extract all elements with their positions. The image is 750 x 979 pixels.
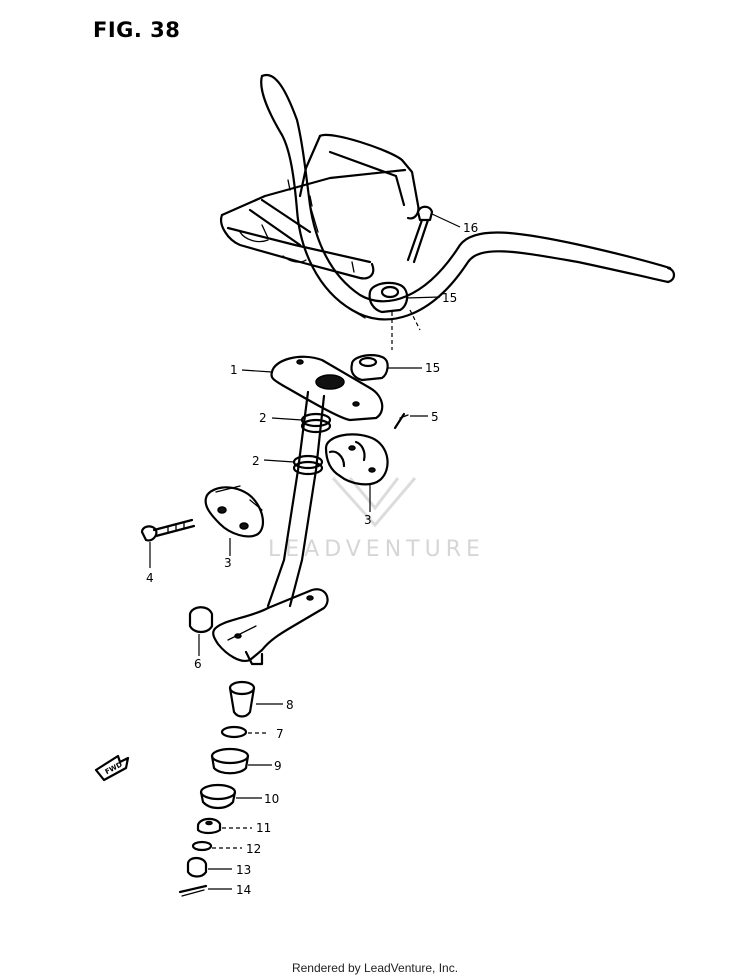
callout-3-left: 3 <box>224 556 232 570</box>
callout-15-upper: 15 <box>442 291 457 305</box>
part-1-upper-bracket: 1 <box>230 355 384 422</box>
handlebar-guard-frame <box>220 133 420 280</box>
part-14-cotter-pin: 14 <box>178 883 251 897</box>
callout-6: 6 <box>194 657 202 671</box>
callout-2-lower: 2 <box>252 454 260 468</box>
part-4-bolt: 4 <box>140 518 196 585</box>
part-13-nut: 13 <box>186 856 251 878</box>
callout-10: 10 <box>264 792 279 806</box>
watermark: LEADVENTURE <box>268 477 485 562</box>
part-7-oring: 7 <box>220 725 284 741</box>
callout-9: 9 <box>274 759 282 773</box>
part-3-right-holder: 3 <box>324 433 389 527</box>
footer-credit: Rendered by LeadVenture, Inc. <box>291 961 459 975</box>
callout-12: 12 <box>246 842 261 856</box>
part-15-upper-holder: 15 <box>368 281 457 350</box>
part-11-washer: 11 <box>196 817 271 835</box>
part-5-pin: 5 <box>393 410 439 430</box>
callout-5: 5 <box>431 410 439 424</box>
callout-8: 8 <box>286 698 294 712</box>
part-8-bushing: 8 <box>228 680 294 718</box>
callout-2-upper: 2 <box>259 411 267 425</box>
fwd-direction-marker: FWD <box>94 754 130 782</box>
handlebar <box>260 73 676 321</box>
part-3-left-holder: 3 <box>204 485 265 570</box>
part-6-cap: 6 <box>188 606 214 671</box>
part-10-race: 10 <box>199 783 279 810</box>
callout-15-lower: 15 <box>425 361 440 375</box>
callout-14: 14 <box>236 883 251 897</box>
callout-1: 1 <box>230 363 238 377</box>
callout-16: 16 <box>463 221 478 235</box>
part-16-bolt: 16 <box>406 205 478 264</box>
lower-steering-arm <box>212 588 329 666</box>
part-9-bearing: 9 <box>210 747 282 775</box>
callout-11: 11 <box>256 821 271 835</box>
part-12-washer: 12 <box>191 840 261 856</box>
part-15-lower-holder: 15 <box>350 354 440 382</box>
callout-7: 7 <box>276 727 284 741</box>
callout-13: 13 <box>236 863 251 877</box>
watermark-text: LEADVENTURE <box>268 537 485 562</box>
callout-3-right: 3 <box>364 513 372 527</box>
figure-title: FIG. 38 <box>93 18 181 42</box>
steering-shaft <box>266 390 332 608</box>
callout-2-group: 2 2 <box>252 411 303 468</box>
callout-4: 4 <box>146 571 154 585</box>
